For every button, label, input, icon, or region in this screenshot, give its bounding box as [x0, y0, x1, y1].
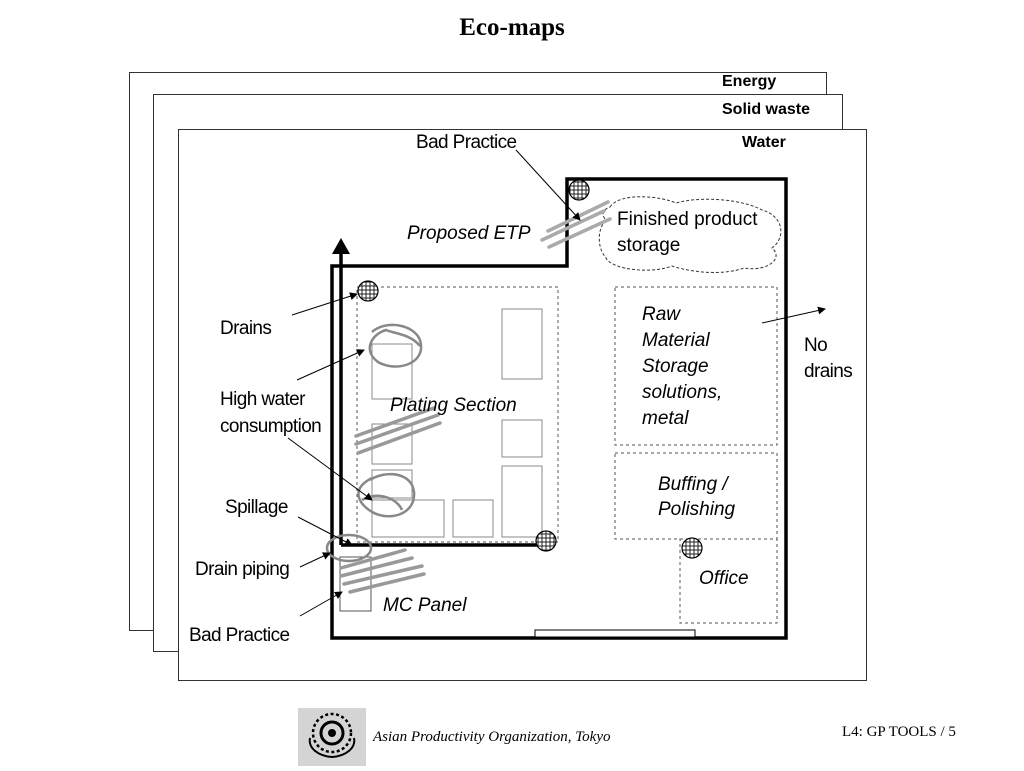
tank	[501, 465, 543, 538]
energy-layer-label: Energy	[722, 73, 777, 90]
label-no-drains-line1: No	[804, 335, 828, 356]
label-buffing-line1: Buffing /	[658, 474, 728, 495]
pointer-bad-practice-top	[515, 149, 581, 221]
label-buffing-line2: Polishing	[658, 499, 736, 520]
high-water-scribble-upper	[368, 323, 423, 368]
tank	[371, 343, 413, 400]
high-water-scribble-lower	[357, 472, 416, 518]
label-drains: Drains	[220, 318, 272, 339]
label-finished-storage-line2: storage	[617, 235, 681, 256]
bad-practice-marks-top	[540, 200, 612, 249]
label-raw-material-line: solutions,	[642, 382, 723, 403]
label-raw-material-line: Storage	[642, 356, 709, 377]
label-raw-material-line: Raw	[642, 304, 681, 325]
label-bad-practice-top: Bad Practice	[416, 132, 517, 153]
water-layer-sheet	[178, 129, 867, 681]
pointer-no-drains	[761, 306, 826, 324]
label-office: Office	[699, 568, 749, 589]
solid-waste-layer-label: Solid waste	[722, 101, 811, 118]
footer-organization: Asian Productivity Organization, Tokyo	[373, 729, 611, 745]
label-high-water-line2: consumption	[220, 416, 322, 437]
drain-hole	[535, 530, 557, 552]
pointer-spillage	[297, 516, 353, 546]
label-drain-piping: Drain piping	[195, 559, 290, 580]
apo-logo	[298, 708, 366, 766]
label-proposed-etp: Proposed ETP	[407, 223, 531, 244]
drain-arrow-head	[332, 238, 350, 254]
raw-material-zone	[614, 286, 778, 446]
label-finished-storage-line1: Finished product	[617, 209, 758, 230]
finished-storage-cloud	[598, 196, 782, 273]
spillage-mark	[325, 533, 373, 563]
tank	[452, 499, 494, 538]
pointer-drains	[291, 292, 358, 316]
label-mc-panel: MC Panel	[383, 595, 467, 616]
pointer-drain-piping	[299, 552, 331, 568]
mc-panel-box	[339, 556, 372, 612]
office-zone	[679, 538, 778, 624]
pointer-bad-practice-bottom	[299, 591, 343, 617]
bad-practice-marks-bottom	[339, 548, 426, 594]
tank	[501, 419, 543, 458]
drain-hole	[568, 179, 590, 201]
tank	[371, 499, 445, 538]
tank	[501, 308, 543, 380]
drain-hole	[357, 280, 379, 302]
drain-hole	[681, 537, 703, 559]
label-no-drains-line2: drains	[804, 361, 853, 382]
buffing-zone	[614, 452, 778, 540]
pointer-high-water-lower	[287, 437, 373, 501]
footer-page-number: L4: GP TOOLS / 5	[842, 724, 956, 740]
entrance-opening	[534, 629, 696, 638]
label-raw-material-line: Material	[642, 330, 710, 351]
label-high-water-line1: High water	[220, 389, 305, 410]
water-layer-label: Water	[742, 134, 786, 151]
label-spillage: Spillage	[225, 497, 288, 518]
slide-title: Eco-maps	[459, 14, 565, 41]
building-outline	[330, 177, 788, 640]
label-plating-section: Plating Section	[390, 395, 517, 416]
pointer-high-water-upper	[296, 349, 365, 381]
high-water-marks	[354, 406, 442, 455]
label-bad-practice-bottom: Bad Practice	[189, 625, 290, 646]
label-raw-material-line: metal	[642, 408, 689, 429]
